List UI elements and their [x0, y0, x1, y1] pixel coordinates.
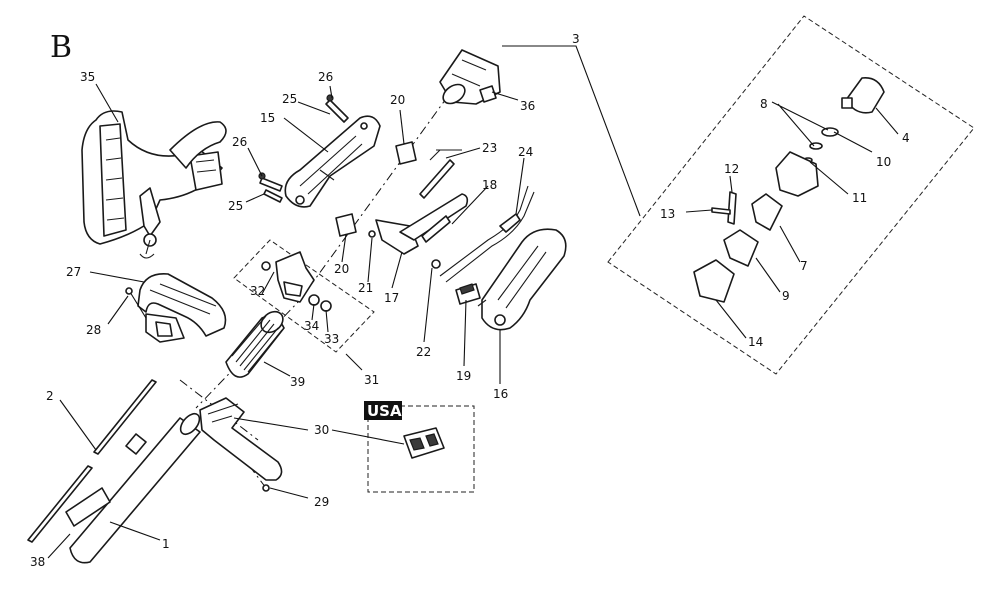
handlebar — [125, 273, 227, 343]
callout-3: 3 — [572, 32, 580, 46]
callout-25: 25 — [282, 92, 297, 106]
usa-variant-box: USA — [364, 401, 475, 493]
callout-22: 22 — [416, 345, 431, 359]
engine-mount — [439, 49, 501, 105]
callout-23: 23 — [482, 141, 497, 155]
callout-12: 12 — [724, 162, 739, 176]
handle-housing-left — [284, 115, 381, 208]
callout-11: 11 — [852, 191, 867, 205]
callout-1: 1 — [162, 537, 170, 551]
shoulder-harness — [81, 110, 227, 259]
callout-32: 32 — [250, 284, 265, 298]
callout-16: 16 — [493, 387, 508, 401]
callout-15: 15 — [260, 111, 275, 125]
leader-lines — [47, 45, 899, 559]
callout-31: 31 — [364, 373, 379, 387]
callout-10: 10 — [876, 155, 891, 169]
drive-shaft-tube — [27, 379, 201, 564]
ignition-wires — [439, 185, 535, 283]
callout-19: 19 — [456, 369, 471, 383]
callout-39: 39 — [290, 375, 305, 389]
callout-29: 29 — [314, 495, 329, 509]
callout-14: 14 — [748, 335, 763, 349]
callout-9: 9 — [782, 289, 790, 303]
callout-21: 21 — [358, 281, 373, 295]
callout-17: 17 — [384, 291, 399, 305]
callout-36: 36 — [520, 99, 535, 113]
callout-7: 7 — [800, 259, 808, 273]
callout-26: 26 — [318, 70, 333, 84]
throttle-trigger — [368, 149, 469, 269]
callout-35: 35 — [80, 70, 95, 84]
callout-18: 18 — [482, 178, 497, 192]
screws-upper — [258, 94, 349, 203]
tube-clamp — [199, 397, 283, 492]
retaining-clips — [335, 141, 417, 237]
callout-25: 25 — [228, 199, 243, 213]
callout-24: 24 — [518, 145, 533, 159]
callout-2: 2 — [46, 389, 54, 403]
callout-26: 26 — [232, 135, 247, 149]
callout-28: 28 — [86, 323, 101, 337]
callout-4: 4 — [902, 131, 910, 145]
usa-tag: USA — [367, 402, 402, 420]
callout-20: 20 — [390, 93, 405, 107]
callout-8: 8 — [760, 97, 768, 111]
handle-housing-right — [477, 228, 567, 331]
callout-33: 33 — [324, 332, 339, 346]
bracket-kit-box — [233, 239, 375, 353]
callout-20: 20 — [334, 262, 349, 276]
callout-38: 38 — [30, 555, 45, 569]
callout-labels: 35 26 25 15 20 26 25 3 36 23 24 18 27 28… — [30, 32, 910, 569]
engine-kit-box — [607, 15, 975, 375]
sheet-letter: B — [50, 30, 72, 65]
callout-27: 27 — [66, 265, 81, 279]
stop-switch — [455, 283, 481, 305]
callout-30: 30 — [314, 423, 329, 437]
callout-34: 34 — [304, 319, 319, 333]
grip-sleeve — [225, 310, 285, 378]
callout-13: 13 — [660, 207, 675, 221]
